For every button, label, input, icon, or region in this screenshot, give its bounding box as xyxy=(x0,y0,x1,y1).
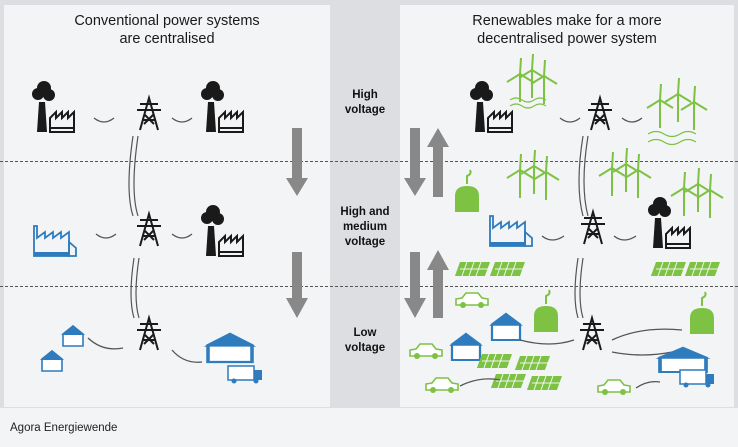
biogas-plant-icon xyxy=(533,289,559,333)
left-panel: Conventional power systems are centralis… xyxy=(4,5,330,407)
biogas-plant-icon xyxy=(689,291,715,335)
coal-plant-icon xyxy=(31,80,75,133)
arrow-up-icon xyxy=(427,128,449,197)
divider-high-medium xyxy=(0,161,738,162)
voltage-label-medium-line1: High and xyxy=(340,206,390,218)
transmission-tower-icon xyxy=(136,97,162,131)
house-icon xyxy=(39,349,65,372)
arrow-up-icon xyxy=(427,250,449,318)
right-panel-title: Renewables make for a more decentralised… xyxy=(400,12,734,48)
transmission-tower-icon xyxy=(136,317,162,351)
transmission-tower-icon xyxy=(579,317,605,351)
arrow-down-icon xyxy=(404,128,426,196)
left-title-line1: Conventional power systems xyxy=(74,13,260,29)
transmission-tower-icon xyxy=(580,211,606,245)
wind-turbine-icon xyxy=(506,53,558,105)
coal-plant-icon xyxy=(200,204,244,257)
divider-medium-low xyxy=(0,286,738,287)
voltage-label-high-line1: High xyxy=(352,89,378,101)
electric-car-icon xyxy=(597,379,631,396)
left-panel-title: Conventional power systems are centralis… xyxy=(4,12,330,48)
voltage-label-low-line1: Low xyxy=(353,327,377,339)
solar-panel-icon xyxy=(490,373,563,391)
voltage-label-medium: High and medium voltage xyxy=(330,205,400,250)
solar-panel-icon xyxy=(454,261,526,277)
house-icon xyxy=(653,344,713,374)
source-credit: Agora Energiewende xyxy=(10,422,118,434)
house-icon xyxy=(448,331,484,362)
voltage-label-high: High voltage xyxy=(330,88,400,118)
right-title-line2: decentralised power system xyxy=(477,31,657,47)
transmission-tower-icon xyxy=(587,97,613,131)
voltage-label-high-line2: voltage xyxy=(344,104,386,116)
voltage-label-medium-line2: medium xyxy=(342,221,388,233)
diagram-artwork xyxy=(31,53,724,396)
house-icon xyxy=(60,324,86,347)
arrow-down-icon xyxy=(404,252,426,318)
factory-icon xyxy=(33,225,77,257)
wind-turbine-icon xyxy=(670,167,724,219)
solar-panel-icon xyxy=(476,353,551,371)
house-icon xyxy=(488,311,524,342)
footer: Agora Energiewende xyxy=(0,408,738,447)
arrow-down-icon xyxy=(286,128,308,196)
truck-icon xyxy=(679,369,715,389)
electric-car-icon xyxy=(409,343,443,360)
voltage-label-low: Low voltage xyxy=(330,326,400,356)
transmission-tower-icon xyxy=(136,213,162,247)
solar-panel-icon xyxy=(650,261,721,277)
wind-turbine-icon xyxy=(506,149,560,201)
coal-plant-icon xyxy=(200,80,244,133)
electric-car-icon xyxy=(455,292,489,309)
electric-car-icon xyxy=(425,377,459,394)
arrow-down-icon xyxy=(286,252,308,318)
house-icon xyxy=(201,330,259,364)
right-title-line1: Renewables make for a more xyxy=(472,13,662,29)
left-title-line2: are centralised xyxy=(119,31,215,47)
coal-plant-icon xyxy=(469,80,513,133)
voltage-label-medium-line3: voltage xyxy=(344,236,386,248)
wind-turbine-icon xyxy=(646,77,708,131)
wind-turbine-icon xyxy=(598,147,652,199)
biogas-plant-icon xyxy=(454,169,480,213)
factory-icon xyxy=(489,215,533,247)
truck-icon xyxy=(227,365,263,385)
voltage-label-low-line2: voltage xyxy=(344,342,386,354)
